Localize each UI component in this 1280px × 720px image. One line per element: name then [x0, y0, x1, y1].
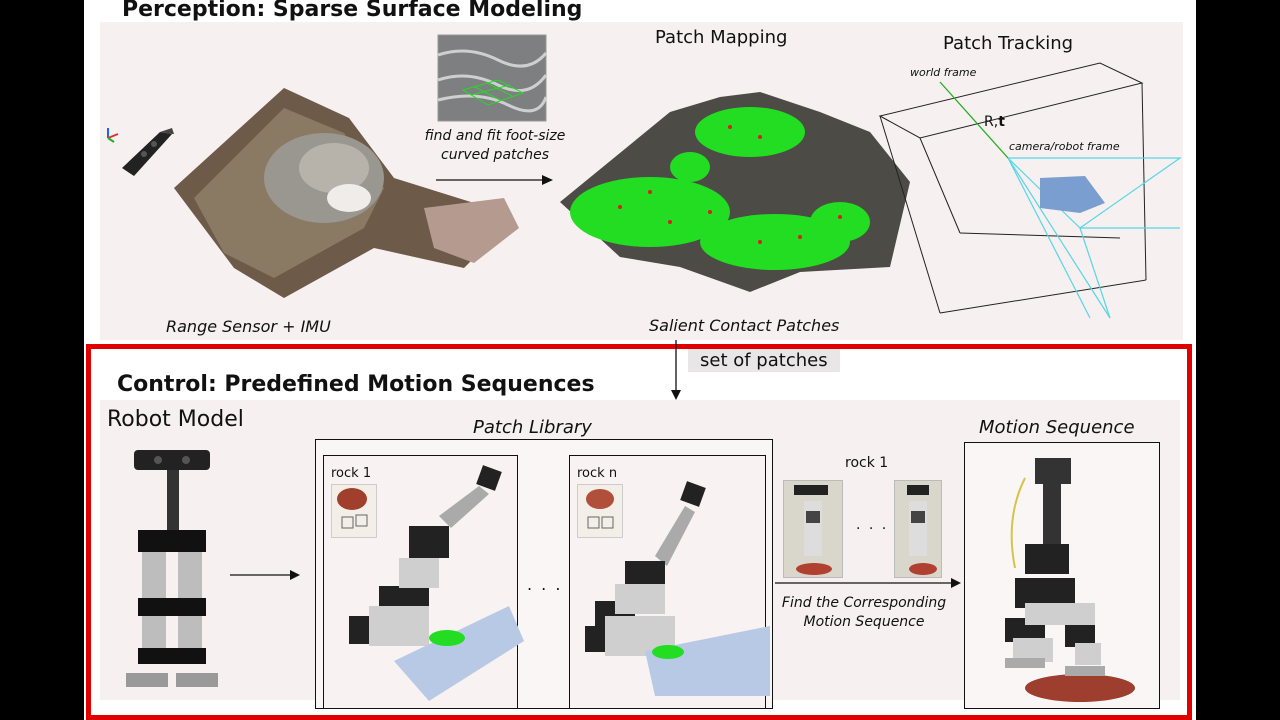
- find-seq-line2: Motion Sequence: [773, 613, 955, 632]
- find-sequence-label: Find the Corresponding Motion Sequence: [773, 594, 955, 632]
- rock1-robot-patch-image: [339, 466, 514, 696]
- rotation-translation-label: R,t: [984, 114, 1005, 130]
- motion-sequence-image: [995, 458, 1135, 703]
- fit-label-line1: find and fit foot-size: [416, 127, 574, 146]
- patch-tracking-diagram: [880, 58, 1180, 318]
- range-sensor-label: Range Sensor + IMU: [166, 317, 331, 336]
- patch-mapping-title: Patch Mapping: [655, 27, 787, 48]
- fit-patches-label: find and fit foot-size curved patches: [416, 127, 574, 165]
- slide: Perception: Sparse Surface Modeling find…: [84, 0, 1196, 720]
- perception-title: Perception: Sparse Surface Modeling: [122, 0, 582, 22]
- set-of-patches-label: set of patches: [688, 349, 840, 372]
- arrow-to-mapping-icon: [436, 172, 556, 188]
- patch-mapping-image: [560, 92, 910, 297]
- rock1-photo-first: [783, 480, 843, 578]
- robot-model-title: Robot Model: [107, 407, 244, 432]
- fit-patch-thumbnail: [438, 35, 546, 121]
- motion-sequence-title: Motion Sequence: [979, 417, 1135, 438]
- patch-tracking-title: Patch Tracking: [943, 33, 1073, 54]
- library-ellipsis: . . .: [527, 575, 562, 594]
- camera-frame-label: camera/robot frame: [1009, 140, 1120, 153]
- down-arrow-icon: [669, 340, 683, 402]
- photos-rock1-label: rock 1: [845, 455, 888, 471]
- library-card-rock1: rock 1: [323, 455, 518, 709]
- arrow-to-library-icon: [230, 568, 302, 582]
- control-title: Control: Predefined Motion Sequences: [117, 372, 595, 397]
- photos-ellipsis: . . .: [856, 517, 888, 533]
- world-frame-label: world frame: [910, 66, 976, 79]
- arrow-to-motion-icon: [775, 576, 965, 590]
- robot-model-image: [124, 448, 224, 696]
- rt-r: R,: [984, 114, 998, 130]
- rockn-robot-patch-image: [585, 466, 765, 696]
- rt-t: t: [998, 114, 1005, 130]
- motion-sequence-box: [964, 442, 1160, 709]
- range-sensor-icon: [104, 120, 174, 180]
- fit-label-line2: curved patches: [416, 146, 574, 165]
- library-card-rockn: rock n: [569, 455, 766, 709]
- salient-patches-label: Salient Contact Patches: [649, 316, 839, 335]
- patch-library-title: Patch Library: [473, 417, 592, 438]
- rock1-photo-last: [894, 480, 942, 578]
- find-seq-line1: Find the Corresponding: [773, 594, 955, 613]
